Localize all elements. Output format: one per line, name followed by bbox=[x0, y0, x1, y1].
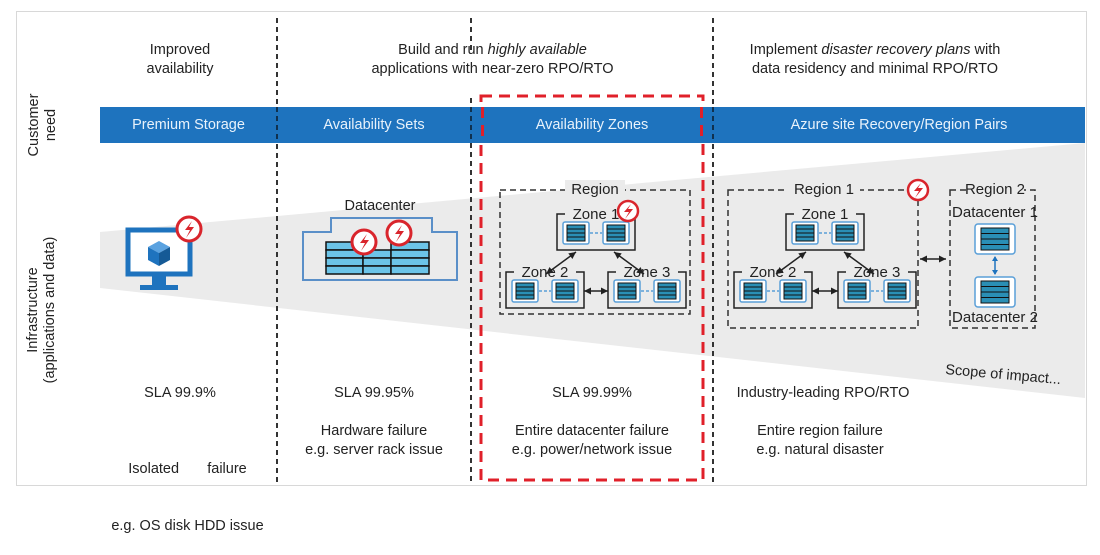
region-1-zone-1-box: Zone 1 bbox=[785, 206, 865, 251]
zone-label: Zone 3 bbox=[854, 264, 901, 281]
datacenter-1-label: Datacenter 1 bbox=[952, 204, 1038, 221]
datacenter-server-icon bbox=[974, 276, 1016, 308]
failure-example: e.g. server rack issue bbox=[305, 442, 443, 458]
sla-premium-storage: SLA 99.9% bbox=[144, 385, 216, 401]
sla-availability-sets: SLA 99.95% bbox=[334, 385, 414, 401]
zone-2-box: Zone 2 bbox=[505, 264, 585, 309]
need-line: Implement disaster recovery plans with bbox=[720, 41, 1030, 60]
server-icon bbox=[843, 279, 871, 303]
band-label-site-recovery: Azure site Recovery/Region Pairs bbox=[790, 117, 1008, 133]
row-label-line: Infrastructure bbox=[25, 267, 41, 353]
row-label-line: need bbox=[43, 108, 59, 142]
failure-type: Isolated failure bbox=[128, 461, 247, 477]
need-disaster-recovery: Implement disaster recovery plans with d… bbox=[720, 41, 1030, 79]
failure-premium-storage: Isolated failure e.g. OS disk HDD issue bbox=[100, 422, 275, 555]
server-icon bbox=[779, 279, 807, 303]
band-label-availability-zones: Availability Zones bbox=[535, 117, 649, 133]
server-icon bbox=[602, 221, 630, 245]
region-1-label: Region 1 bbox=[794, 181, 854, 198]
server-icon bbox=[739, 279, 767, 303]
solutions-band bbox=[100, 107, 1085, 143]
need-line: Improved bbox=[149, 42, 211, 58]
failure-site-recovery: Entire region failure e.g. natural disas… bbox=[740, 422, 900, 460]
need-text: Implement bbox=[749, 42, 822, 58]
failure-icon-datacenter-1 bbox=[350, 228, 378, 256]
datacenter-link-arrow bbox=[992, 256, 998, 275]
need-line: applications with near-zero RPO/RTO bbox=[371, 61, 614, 77]
need-emphasis: highly available bbox=[487, 42, 587, 58]
datacenter-icon bbox=[302, 217, 458, 281]
zone-label: Zone 2 bbox=[750, 264, 797, 281]
failure-type: Entire region failure bbox=[757, 423, 883, 439]
zone-label: Zone 1 bbox=[573, 206, 620, 223]
need-emphasis: disaster recovery plans bbox=[821, 42, 971, 58]
region-2-label: Region 2 bbox=[965, 181, 1025, 198]
connection-arrow bbox=[613, 251, 645, 275]
need-text: with bbox=[970, 42, 1001, 58]
server-icon bbox=[613, 279, 641, 303]
server-icon bbox=[551, 279, 579, 303]
failure-availability-zones: Entire datacenter failure e.g. power/net… bbox=[481, 422, 703, 460]
row-label-infrastructure: Infrastructure (applications and data) bbox=[25, 225, 61, 395]
server-icon bbox=[831, 221, 859, 245]
server-icon bbox=[562, 221, 590, 245]
server-icon bbox=[791, 221, 819, 245]
row-label-customer-need: Customer need bbox=[26, 87, 62, 163]
sla-site-recovery: Industry-leading RPO/RTO bbox=[736, 385, 910, 401]
scope-of-impact-wedge bbox=[100, 143, 1085, 398]
zone-1-box: Zone 1 bbox=[556, 206, 636, 251]
connection-arrow bbox=[812, 287, 838, 295]
failure-example: e.g. OS disk HDD issue bbox=[111, 518, 264, 534]
failure-type: Entire datacenter failure bbox=[515, 423, 669, 439]
failure-icon-datacenter-2 bbox=[385, 219, 413, 247]
connection-arrow bbox=[775, 251, 807, 275]
connection-arrow bbox=[843, 251, 875, 275]
need-text: Build and run bbox=[398, 42, 488, 58]
need-line: Build and run highly available bbox=[285, 41, 700, 60]
failure-icon-zone-1 bbox=[616, 199, 640, 223]
need-line: data residency and minimal RPO/RTO bbox=[751, 61, 999, 77]
datacenter-server-icon bbox=[974, 223, 1016, 255]
row-label-line: (applications and data) bbox=[42, 236, 58, 384]
connection-arrow bbox=[920, 255, 946, 263]
zone-label: Zone 2 bbox=[522, 264, 569, 281]
failure-type: Hardware failure bbox=[320, 423, 428, 439]
zone-label: Zone 3 bbox=[624, 264, 671, 281]
failure-icon-vm bbox=[175, 215, 203, 243]
region-label: Region bbox=[571, 181, 619, 198]
need-line: availability bbox=[146, 61, 214, 77]
sla-availability-zones: SLA 99.99% bbox=[552, 385, 632, 401]
zone-label: Zone 1 bbox=[802, 206, 849, 223]
region-pairs-diagram: Region 1 Zone 1 Zone 2 Zone 3 Region 2 Datace… bbox=[727, 178, 1038, 329]
connection-arrow bbox=[584, 287, 608, 295]
failure-example: e.g. power/network issue bbox=[511, 442, 673, 458]
band-label-availability-sets: Availability Sets bbox=[323, 117, 425, 133]
row-label-line: Customer bbox=[26, 93, 42, 157]
failure-icon-region-1 bbox=[906, 178, 930, 202]
failure-example: e.g. natural disaster bbox=[756, 442, 884, 458]
need-improved-availability: Improved availability bbox=[100, 41, 260, 79]
datacenter-2-label: Datacenter 2 bbox=[952, 309, 1038, 326]
band-label-premium-storage: Premium Storage bbox=[132, 117, 245, 133]
server-icon bbox=[511, 279, 539, 303]
highlight-box bbox=[479, 94, 705, 482]
server-icon bbox=[653, 279, 681, 303]
need-high-availability: Build and run highly available applicati… bbox=[285, 41, 700, 79]
connection-arrow bbox=[545, 251, 577, 275]
failure-availability-sets: Hardware failure e.g. server rack issue bbox=[277, 422, 471, 460]
server-icon bbox=[883, 279, 911, 303]
datacenter-label: Datacenter bbox=[344, 198, 416, 214]
